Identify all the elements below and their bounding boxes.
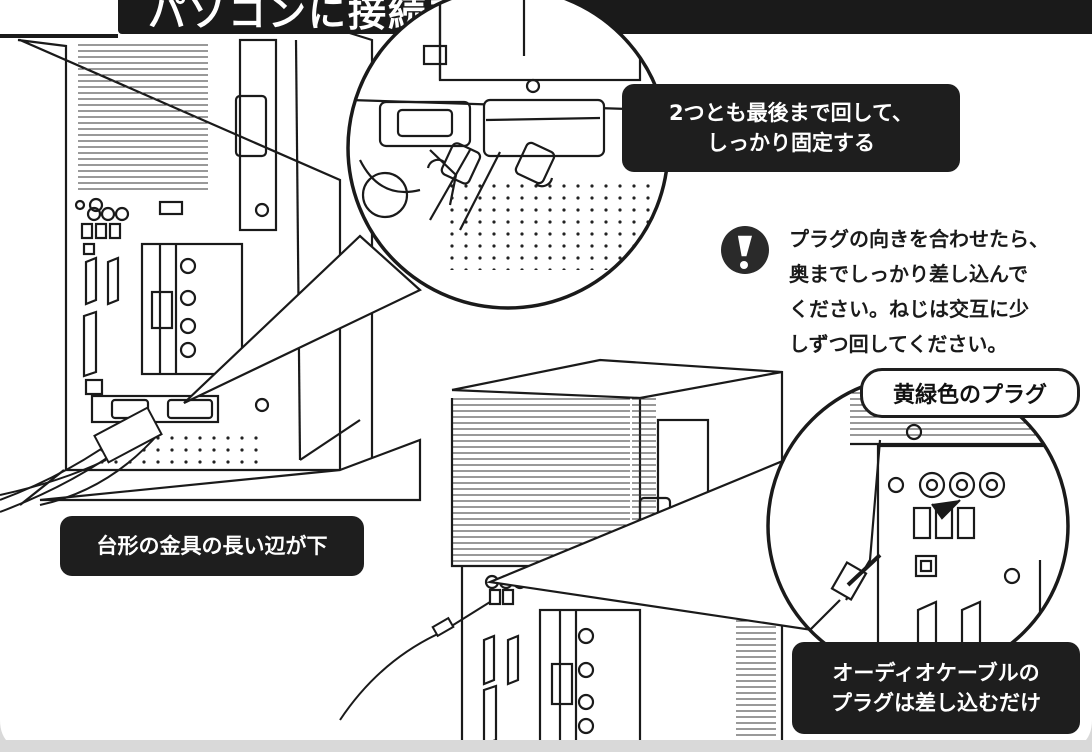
audio-cable (339, 601, 491, 721)
header-rule (0, 34, 118, 38)
callout-tighten-screws: 2つとも最後まで回して、 しっかり固定する (622, 84, 960, 172)
callout-audio-plug: オーディオケーブルの プラグは差し込むだけ (792, 642, 1080, 734)
cables-left (0, 406, 163, 513)
caution-note: プラグの向きを合わせたら、 奥までしっかり差し込んで ください。ねじは交互に少 … (789, 227, 1049, 356)
zoom-circle-dvi (346, 0, 670, 310)
zoom-lines (183, 234, 422, 404)
callout-trapezoid-orientation: 台形の金具の長い辺が下 (60, 516, 364, 576)
page-frame (0, 720, 1092, 752)
caution-icon (721, 226, 769, 274)
plug-color-label: 黄緑色のプラグ (860, 368, 1080, 418)
